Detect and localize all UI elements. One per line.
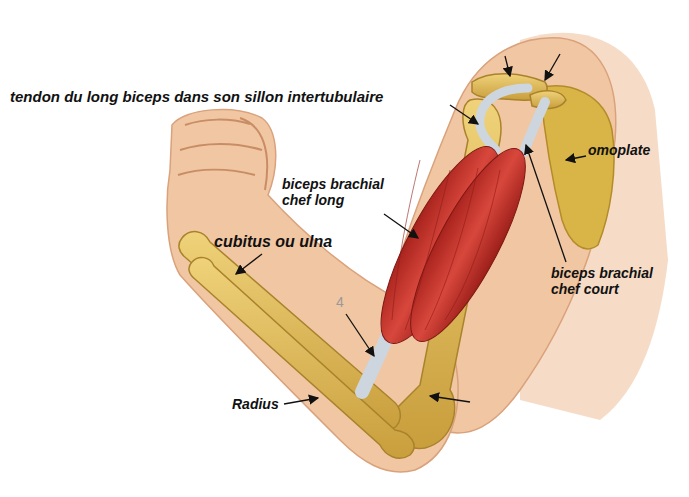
- leader-line: [526, 145, 566, 262]
- part-label: Radius: [232, 396, 279, 412]
- leader-line: [505, 56, 510, 76]
- part-label: biceps brachial chef long: [282, 176, 400, 208]
- leader-line: [450, 105, 478, 124]
- callout-number: 4: [336, 294, 344, 310]
- leader-line: [430, 396, 470, 402]
- part-label: cubitus ou ulna: [214, 233, 332, 251]
- short-head-tendon: [524, 102, 545, 152]
- leader-line: [545, 54, 560, 80]
- radius-bone: [189, 257, 414, 458]
- leader-line: [566, 156, 586, 160]
- leader-line: [346, 314, 374, 356]
- part-label: omoplate: [588, 142, 650, 158]
- part-label: biceps brachial chef court: [551, 265, 679, 297]
- leader-line: [384, 214, 418, 238]
- short-head-muscle: [391, 136, 545, 355]
- muscle-fibres: [392, 160, 500, 330]
- scapula-bone: [540, 86, 614, 249]
- fist-fingers: [178, 118, 267, 190]
- leader-line: [284, 398, 318, 404]
- long-head-tendon: [480, 88, 528, 150]
- part-label: tendon du long biceps dans son sillon in…: [10, 88, 383, 105]
- leader-line: [236, 254, 262, 274]
